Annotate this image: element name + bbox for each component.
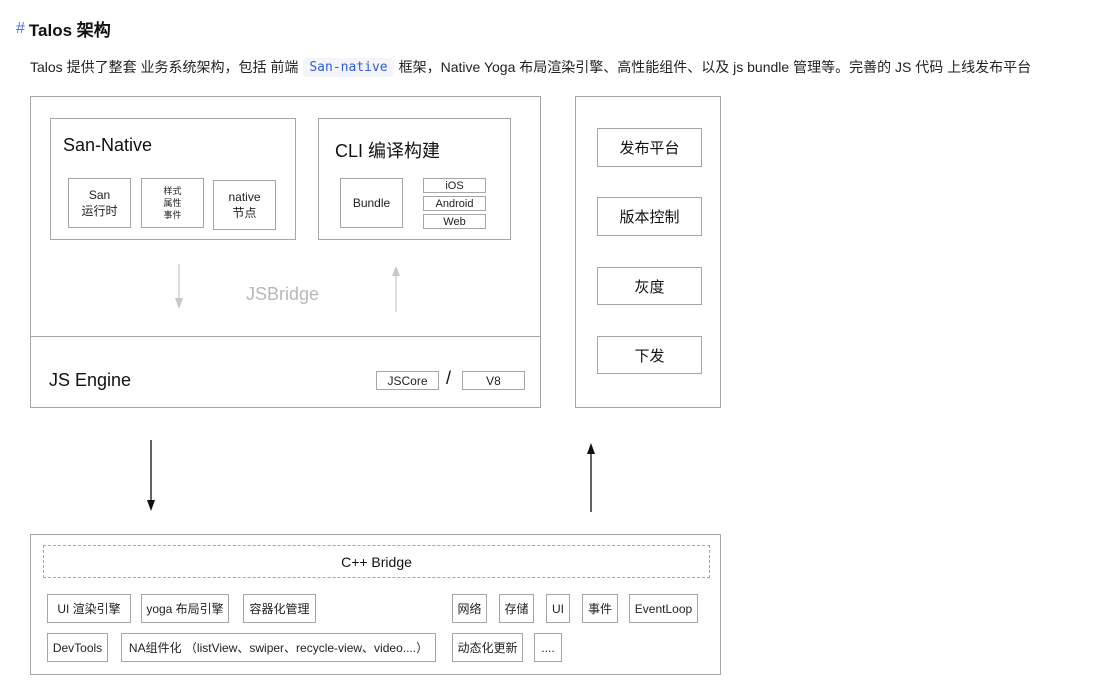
- dynamic-update-box: 动态化更新: [452, 633, 523, 662]
- cli-build-title: CLI 编译构建: [335, 141, 441, 161]
- native-to-release-arrow: [587, 443, 595, 512]
- release-item-gray: 灰度: [597, 267, 702, 305]
- devtools-box: DevTools: [47, 633, 108, 662]
- jsbridge-down-arrow: [175, 264, 183, 309]
- ui-box: UI: [546, 594, 570, 623]
- native-node-line1: native: [228, 190, 261, 204]
- bundle-box: Bundle: [340, 178, 403, 228]
- cpp-bridge-box: C++ Bridge: [43, 545, 710, 578]
- target-android: Android: [423, 196, 486, 211]
- engine-to-native-arrow: [147, 440, 155, 511]
- event-box: 事件: [582, 594, 618, 623]
- san-runtime-line2: 运行时: [81, 204, 118, 218]
- target-ios: iOS: [423, 178, 486, 193]
- jscore-box: JSCore: [376, 371, 439, 390]
- attr-line: 属性: [163, 198, 182, 208]
- intro-paragraph: Talos 提供了整套 业务系统架构，包括 前端 San-native 框架，N…: [30, 57, 1031, 77]
- yoga-layout-engine: yoga 布局引擎: [141, 594, 229, 623]
- native-node-box: native 节点: [213, 180, 276, 230]
- style-attr-event-box: 样式 属性 事件: [141, 178, 204, 228]
- more-box: ....: [534, 633, 562, 662]
- container-management: 容器化管理: [243, 594, 316, 623]
- engine-separator: /: [446, 368, 452, 388]
- target-web: Web: [423, 214, 486, 229]
- network-box: 网络: [452, 594, 487, 623]
- section-title: Talos 架构: [28, 21, 111, 40]
- event-line: 事件: [163, 210, 182, 220]
- anchor-hash[interactable]: #: [16, 19, 25, 37]
- bundle-label: Bundle: [352, 196, 391, 210]
- section-heading: # Talos 架构: [16, 16, 111, 41]
- js-engine-divider: [30, 336, 541, 337]
- storage-box: 存储: [499, 594, 534, 623]
- v8-box: V8: [462, 371, 525, 390]
- jsbridge-label: JSBridge: [246, 284, 320, 304]
- ui-render-engine: UI 渲染引擎: [47, 594, 131, 623]
- style-line: 样式: [163, 186, 182, 196]
- eventloop-box: EventLoop: [629, 594, 698, 623]
- jsbridge-up-arrow: [392, 266, 400, 312]
- intro-text-before: Talos 提供了整套 业务系统架构，包括 前端: [30, 59, 299, 75]
- intro-text-after: 框架，Native Yoga 布局渲染引擎、高性能组件、以及 js bundle…: [398, 59, 1032, 75]
- release-item-dispatch: 下发: [597, 336, 702, 374]
- san-runtime-box: San 运行时: [68, 178, 131, 228]
- js-engine-title: JS Engine: [49, 370, 132, 390]
- san-native-title: San-Native: [63, 135, 153, 155]
- inline-code-san-native: San-native: [303, 57, 394, 77]
- san-runtime-line1: San: [88, 188, 111, 202]
- native-node-line2: 节点: [232, 206, 257, 220]
- na-components-box: NA组件化 （listView、swiper、recycle-view、vide…: [121, 633, 436, 662]
- release-item-publish: 发布平台: [597, 128, 702, 167]
- cpp-bridge-label: C++ Bridge: [341, 553, 412, 570]
- release-item-version: 版本控制: [597, 197, 702, 236]
